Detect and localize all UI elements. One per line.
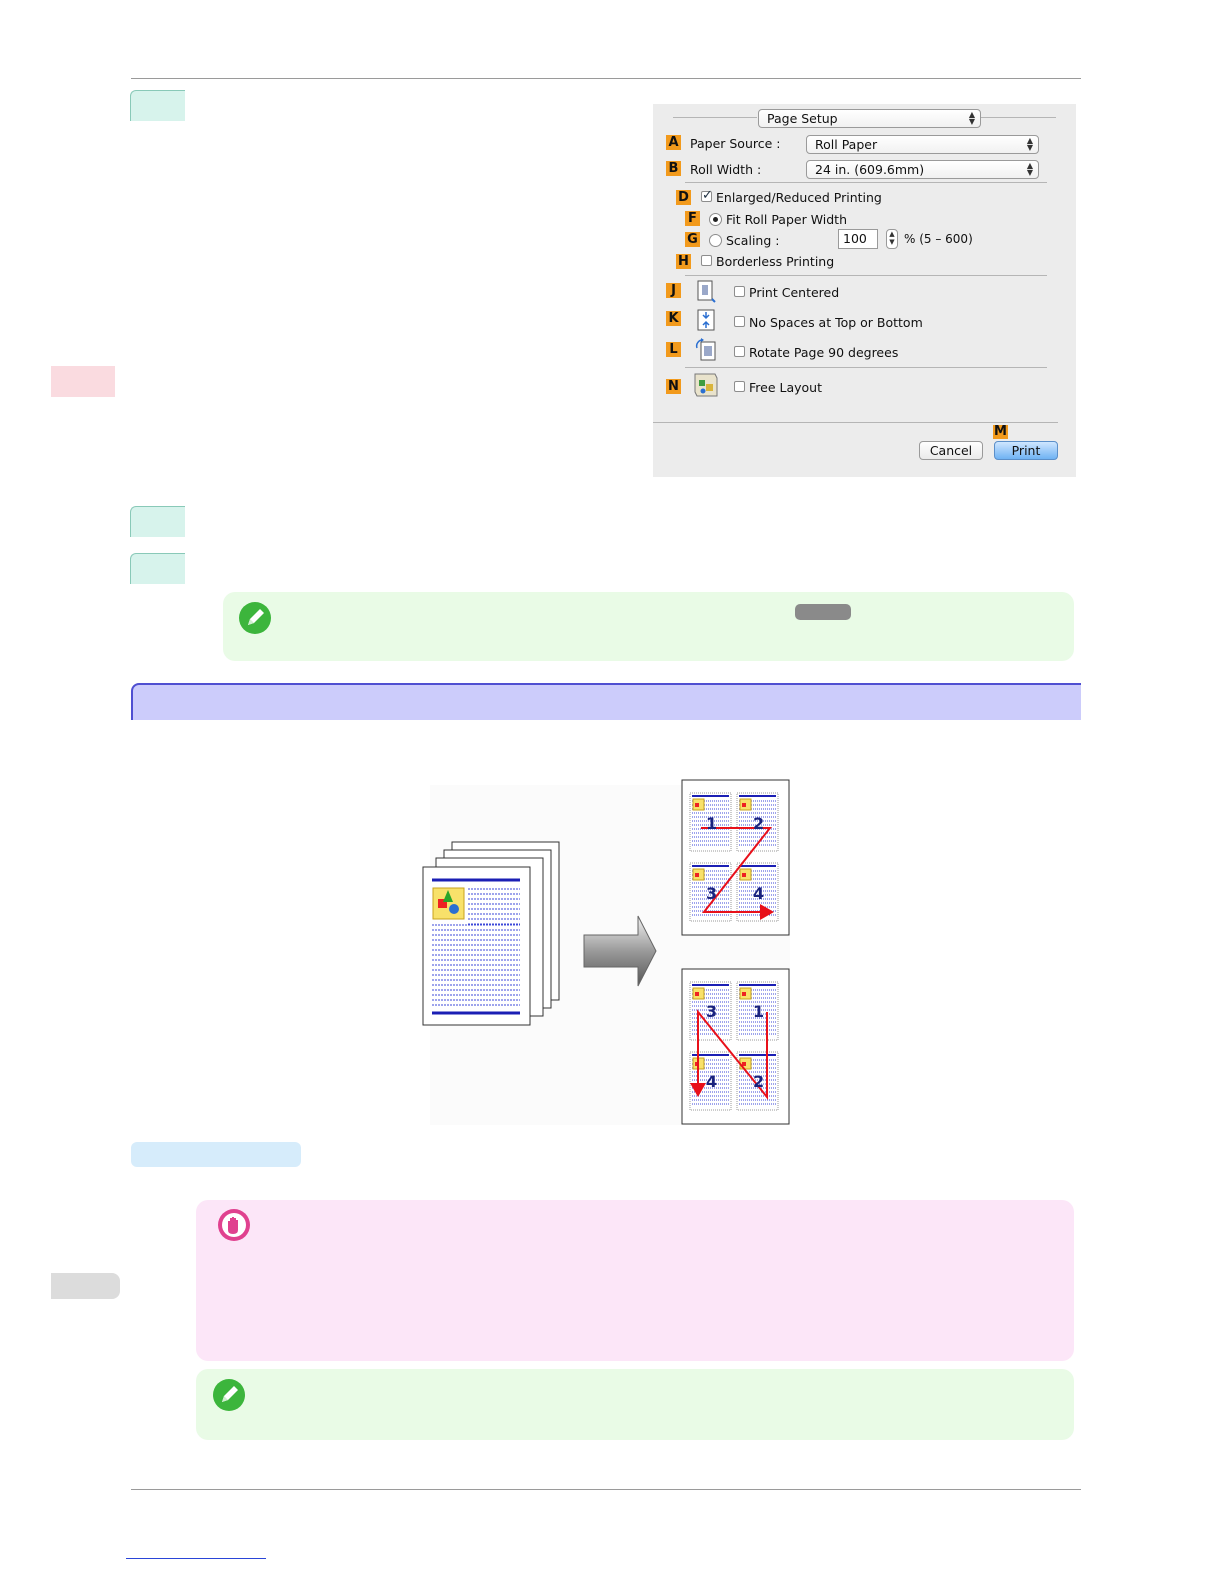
page-order-illustration: 1 2 3 4 3 1 4 2	[422, 779, 790, 1125]
note-box-2	[196, 1369, 1074, 1440]
no-spaces-checkbox[interactable]	[734, 316, 745, 327]
roll-width-value: 24 in. (609.6mm)	[815, 162, 925, 177]
page-number-label: 2	[753, 814, 764, 833]
page-setup-popup[interactable]: Page Setup ▲▼	[758, 109, 981, 128]
up-down-arrows-icon: ▲▼	[1026, 136, 1033, 152]
no-spaces-label: No Spaces at Top or Bottom	[749, 315, 923, 330]
page-number-label: 1	[753, 1002, 764, 1021]
badge-n: N	[666, 379, 681, 394]
key-button-badge	[795, 604, 851, 620]
footer-link-underline	[126, 1558, 266, 1559]
page-number-label: 4	[753, 884, 764, 903]
cancel-button[interactable]: Cancel	[919, 441, 983, 460]
mini-image-mark	[695, 803, 699, 807]
side-chapter-tab	[51, 366, 115, 397]
scaling-range: % (5 – 600)	[904, 232, 973, 246]
page-setup-popup-label: Page Setup	[767, 111, 838, 126]
badge-g: G	[685, 232, 700, 247]
up-down-arrows-icon: ▲▼	[1026, 161, 1033, 177]
roll-width-label: Roll Width :	[690, 162, 762, 177]
borderless-label: Borderless Printing	[716, 254, 835, 269]
page-number-label: 3	[706, 1002, 717, 1021]
page-setup-dialog: Page Setup ▲▼ A Paper Source : Roll Pape…	[653, 104, 1076, 477]
up-down-arrows-icon: ▲▼	[968, 110, 975, 126]
dialog-footer-divider	[653, 422, 1058, 423]
scaling-radio[interactable]	[709, 234, 722, 247]
header-rule	[131, 78, 1081, 79]
roll-width-select[interactable]: 24 in. (609.6mm) ▲▼	[806, 160, 1039, 179]
free-layout-icon	[694, 373, 718, 397]
badge-a: A	[666, 135, 681, 150]
pencil-note-icon	[213, 1379, 245, 1411]
mini-image-mark	[742, 873, 746, 877]
rotate-page-icon	[695, 338, 716, 361]
step-tab-2	[130, 506, 185, 537]
step-tab-3	[130, 553, 185, 584]
enlarged-checkbox[interactable]	[701, 188, 713, 203]
scaling-stepper[interactable]: ▲▼	[886, 229, 898, 249]
mini-image-mark	[695, 873, 699, 877]
mini-image-mark	[742, 1062, 746, 1066]
badge-j: J	[666, 283, 681, 298]
pencil-note-icon	[239, 602, 271, 634]
paper-source-select[interactable]: Roll Paper ▲▼	[806, 135, 1039, 154]
page-number-label: 1	[706, 814, 717, 833]
badge-h: H	[676, 254, 691, 269]
rotate-checkbox[interactable]	[734, 346, 745, 357]
rotate-label: Rotate Page 90 degrees	[749, 345, 899, 360]
important-box	[196, 1200, 1074, 1361]
print-centered-label: Print Centered	[749, 285, 840, 300]
print-centered-checkbox[interactable]	[734, 286, 745, 297]
fit-roll-radio[interactable]	[709, 213, 722, 226]
scaling-input[interactable]: 100	[838, 229, 878, 249]
badge-f: F	[685, 211, 700, 226]
divider	[673, 117, 757, 118]
free-layout-checkbox[interactable]	[734, 381, 745, 392]
mini-image-mark	[742, 803, 746, 807]
hand-stop-icon	[218, 1209, 250, 1241]
scaling-label: Scaling :	[726, 233, 780, 248]
divider	[981, 117, 1056, 118]
order-arrow-top	[701, 827, 773, 913]
right-arrow-icon	[583, 915, 657, 987]
paper-source-label: Paper Source :	[690, 136, 781, 151]
page-number-label: 3	[706, 884, 717, 903]
order-arrow-bottom	[697, 1009, 768, 1100]
section-header	[131, 683, 1081, 720]
paper-source-value: Roll Paper	[815, 137, 878, 152]
fit-roll-label: Fit Roll Paper Width	[726, 212, 848, 227]
borderless-checkbox[interactable]	[701, 255, 712, 266]
print-button[interactable]: Print	[994, 441, 1058, 460]
enlarged-label: Enlarged/Reduced Printing	[716, 190, 882, 205]
divider	[685, 275, 1047, 276]
badge-k: K	[666, 311, 681, 326]
print-centered-icon	[697, 280, 716, 303]
subheading-label-box	[131, 1142, 301, 1167]
side-page-tab	[51, 1273, 120, 1299]
badge-l: L	[666, 342, 681, 357]
badge-m: M	[993, 424, 1008, 439]
free-layout-label: Free Layout	[749, 380, 822, 395]
note-box-1	[223, 592, 1074, 661]
step-tab-1	[130, 90, 185, 121]
badge-b: B	[666, 161, 681, 176]
page-number-label: 4	[706, 1072, 717, 1091]
divider	[685, 182, 1047, 183]
badge-d: D	[676, 190, 691, 205]
mini-image-mark	[695, 992, 699, 996]
footer-rule	[131, 1489, 1081, 1490]
mini-image-mark	[742, 992, 746, 996]
divider	[685, 367, 1047, 368]
no-spaces-icon	[697, 309, 715, 331]
page-number-label: 2	[753, 1072, 764, 1091]
